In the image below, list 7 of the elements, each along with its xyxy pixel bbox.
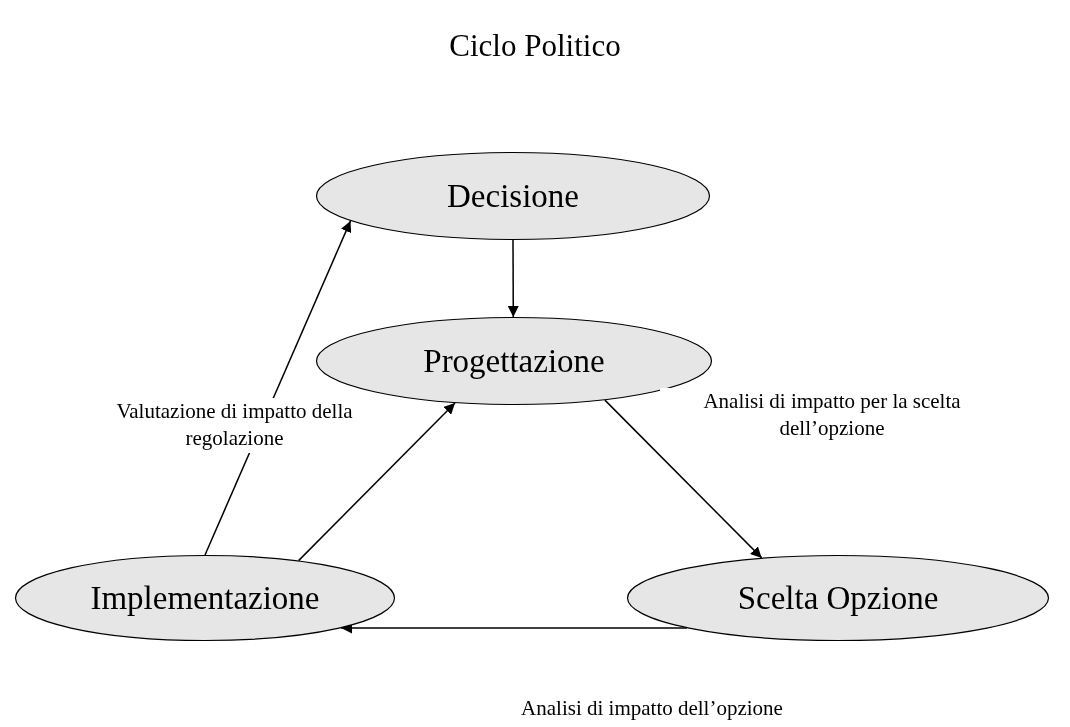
arrow (604, 399, 763, 559)
ellipse-node: Implementazione (15, 555, 395, 641)
ellipse-node: Decisione (316, 152, 710, 240)
arrow (507, 239, 519, 318)
ellipse-node: Scelta Opzione (627, 555, 1049, 641)
diagram-title: Ciclo Politico (448, 28, 622, 64)
arrow (297, 402, 456, 562)
